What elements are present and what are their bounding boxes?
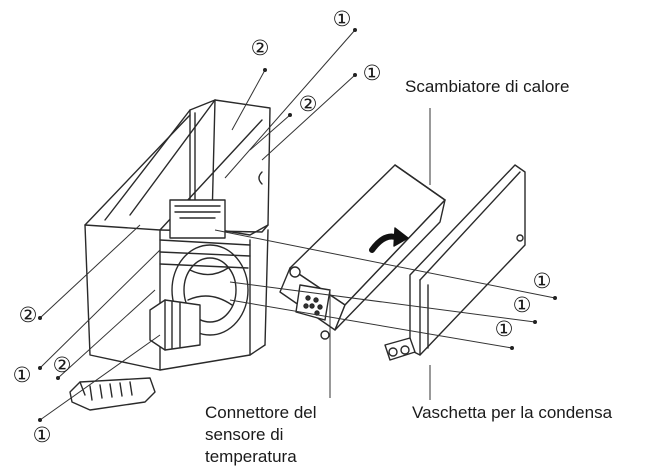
marker-2-lower: ② [52, 353, 72, 377]
marker-1-bottom: ① [32, 423, 52, 447]
marker-1-right-bottom: ① [494, 317, 514, 341]
label-temp-sensor-line-2: sensore di [205, 425, 284, 444]
label-temp-sensor-line-3: temperatura [205, 447, 297, 466]
marker-2-top: ② [250, 36, 270, 60]
label-condensate-tray: Vaschetta per la condensa [412, 403, 613, 422]
marker-1-left: ① [12, 363, 32, 387]
marker-1-top: ① [332, 7, 352, 31]
screw-dots [38, 28, 557, 422]
marker-1-upper-right: ① [362, 61, 382, 85]
marker-1-right-top: ① [532, 269, 552, 293]
marker-2-mid: ② [298, 92, 318, 116]
marker-1-right-mid: ① [512, 293, 532, 317]
condensate-tray [384, 164, 526, 361]
label-heat-exchanger: Scambiatore di calore [405, 77, 570, 96]
label-temp-sensor-connector: Connettore del sensore di temperatura [205, 402, 317, 468]
marker-2-left: ② [18, 303, 38, 327]
label-temp-sensor-line-1: Connettore del [205, 403, 317, 422]
unit-housing [69, 99, 271, 411]
screw-lines [39, 29, 556, 421]
